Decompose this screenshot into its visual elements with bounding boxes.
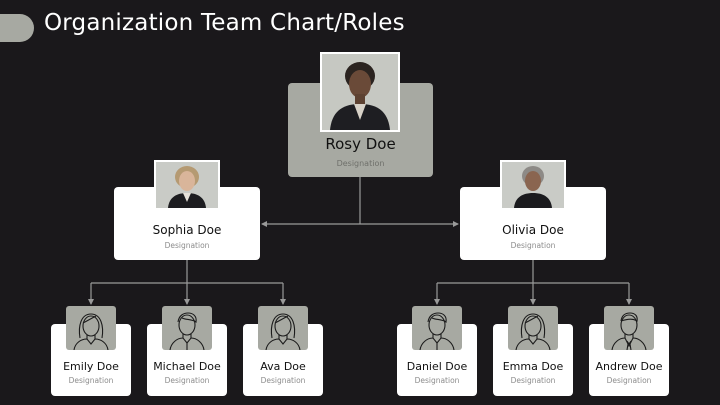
male-avatar-icon bbox=[162, 306, 212, 350]
page-title: Organization Team Chart/Roles bbox=[44, 10, 405, 36]
female-avatar-icon bbox=[66, 306, 116, 350]
member-designation: Designation bbox=[510, 376, 556, 385]
manager-designation: Designation bbox=[164, 241, 210, 250]
member-name: Emily Doe bbox=[63, 360, 119, 373]
female-avatar-icon bbox=[258, 306, 308, 350]
member-designation: Designation bbox=[260, 376, 306, 385]
member-name: Michael Doe bbox=[153, 360, 221, 373]
olivia-portrait-photo bbox=[500, 160, 566, 210]
member-name: Ava Doe bbox=[260, 360, 306, 373]
manager-name: Olivia Doe bbox=[502, 223, 564, 237]
male-suit-avatar-icon bbox=[604, 306, 654, 350]
member-designation: Designation bbox=[606, 376, 652, 385]
sophia-portrait-photo bbox=[154, 160, 220, 210]
root-designation: Designation bbox=[336, 159, 385, 168]
member-designation: Designation bbox=[164, 376, 210, 385]
manager-card-sophia[interactable]: Sophia Doe Designation bbox=[114, 187, 260, 260]
manager-name: Sophia Doe bbox=[152, 223, 222, 237]
member-name: Emma Doe bbox=[502, 360, 564, 373]
manager-designation: Designation bbox=[510, 241, 556, 250]
female-avatar-icon bbox=[508, 306, 558, 350]
member-designation: Designation bbox=[414, 376, 460, 385]
root-name: Rosy Doe bbox=[325, 135, 396, 153]
title-accent-pill bbox=[0, 14, 34, 42]
member-designation: Designation bbox=[68, 376, 114, 385]
root-portrait-photo bbox=[320, 52, 400, 132]
member-name: Andrew Doe bbox=[595, 360, 663, 373]
male-avatar-icon bbox=[412, 306, 462, 350]
member-name: Daniel Doe bbox=[406, 360, 468, 373]
